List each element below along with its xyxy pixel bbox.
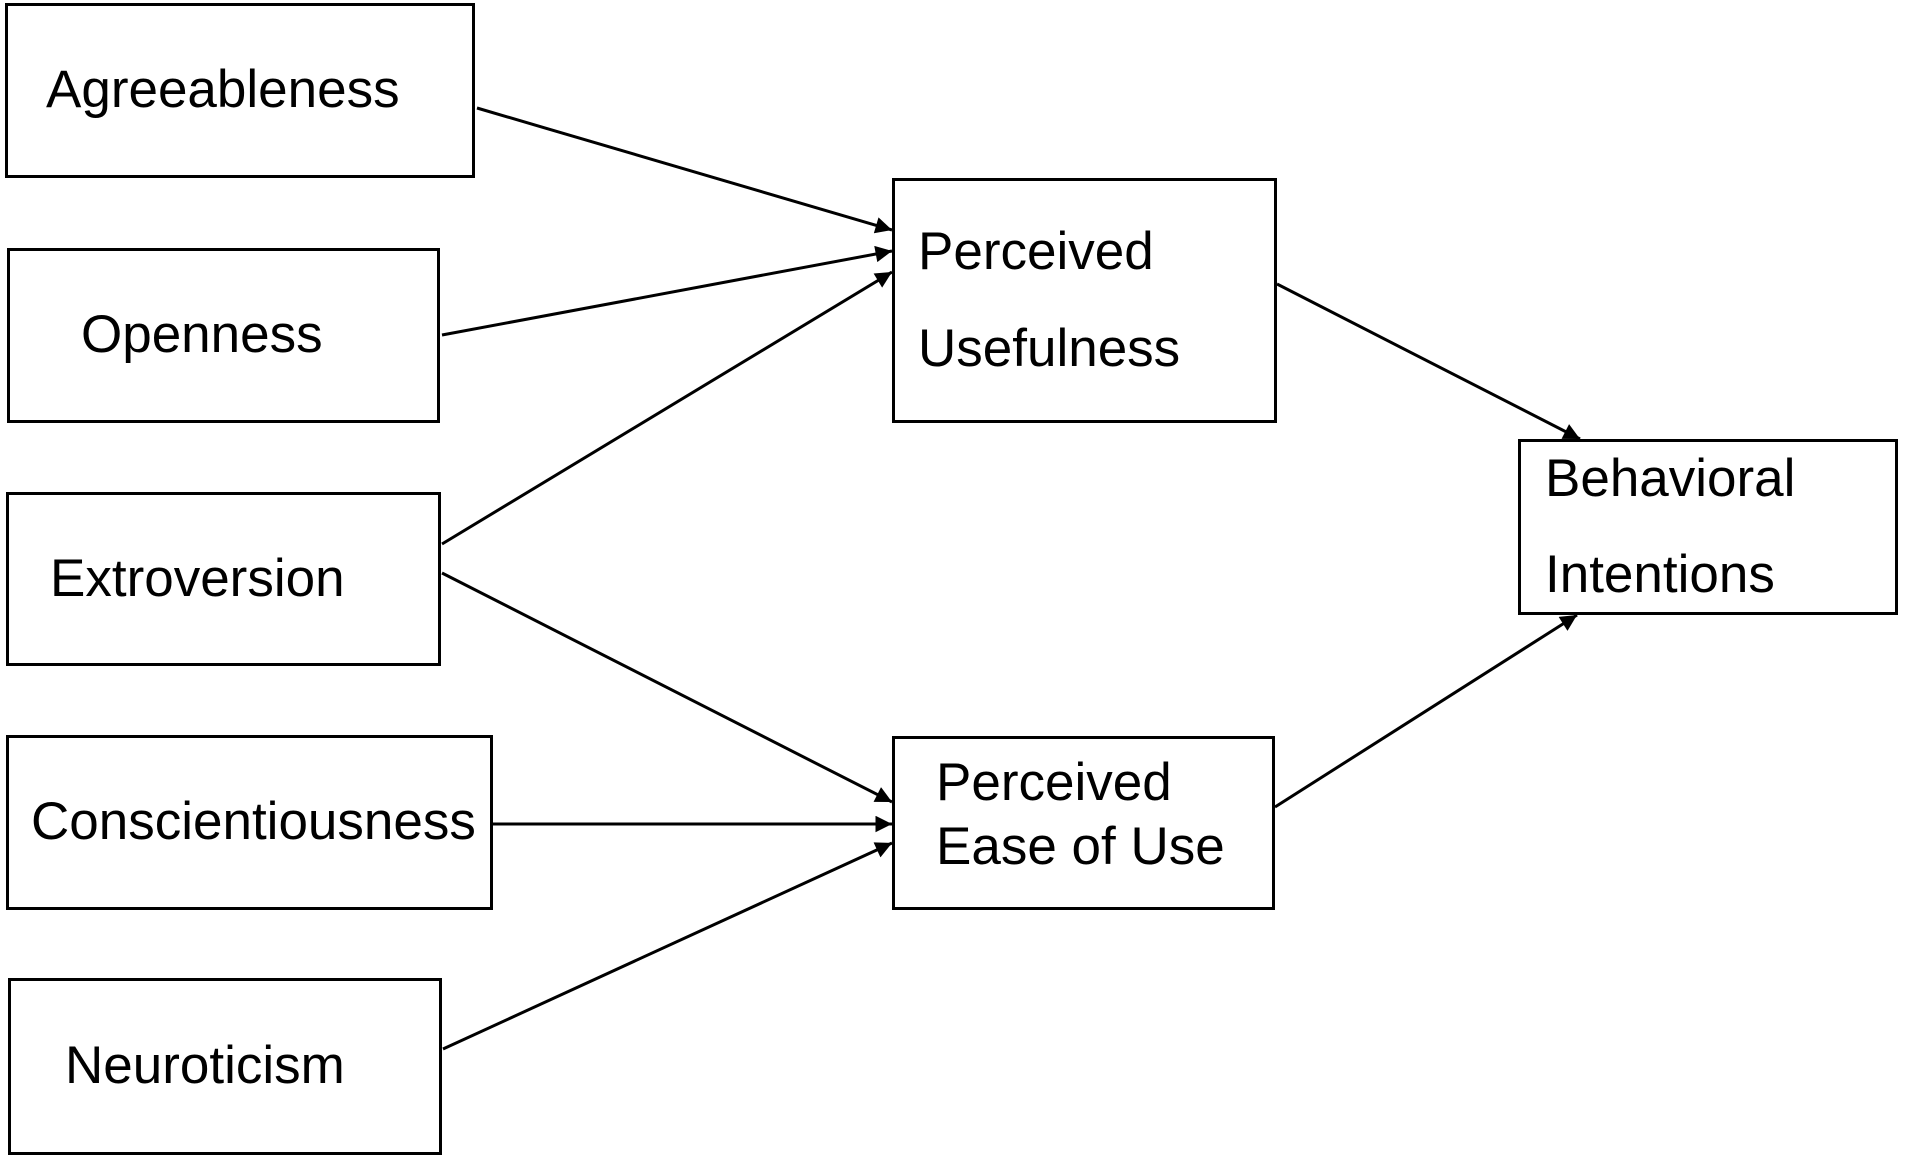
node-perceived-usefulness-label-line1: Perceived bbox=[918, 222, 1154, 282]
node-neuroticism-label: Neuroticism bbox=[65, 1036, 345, 1096]
node-behavioral-intentions: Behavioral Intentions bbox=[1518, 439, 1898, 615]
edge-agreeableness-to-perceived-usefulness bbox=[476, 106, 893, 234]
node-openness: Openness bbox=[7, 248, 440, 423]
edge-neuroticism-to-perceived-ease-of-use bbox=[442, 841, 893, 1051]
node-perceived-usefulness-label-line2: Usefulness bbox=[918, 318, 1181, 378]
node-behavioral-intentions-label-line2: Intentions bbox=[1545, 545, 1775, 604]
node-extroversion-label: Extroversion bbox=[50, 548, 345, 608]
node-extroversion: Extroversion bbox=[6, 492, 441, 666]
node-perceived-ease-of-use-label-line1: Perceived bbox=[936, 753, 1172, 813]
node-agreeableness-label: Agreeableness bbox=[46, 60, 400, 120]
edge-extroversion-to-perceived-usefulness bbox=[441, 270, 893, 546]
node-perceived-usefulness: Perceived Usefulness bbox=[892, 178, 1277, 423]
node-perceived-ease-of-use-label-line2: Ease of Use bbox=[936, 817, 1225, 876]
edge-perceived-ease-of-use-to-behavioral-intentions bbox=[1274, 613, 1578, 809]
node-perceived-ease-of-use: Perceived Ease of Use bbox=[892, 736, 1275, 910]
node-agreeableness: Agreeableness bbox=[5, 3, 475, 178]
node-openness-label: Openness bbox=[81, 305, 323, 365]
edge-perceived-usefulness-to-behavioral-intentions bbox=[1276, 282, 1581, 441]
node-neuroticism: Neuroticism bbox=[8, 978, 442, 1155]
node-conscientiousness: Conscientiousness bbox=[6, 735, 493, 910]
edge-extroversion-to-perceived-ease-of-use bbox=[441, 571, 893, 804]
edge-openness-to-perceived-usefulness bbox=[441, 245, 893, 337]
node-behavioral-intentions-label-line1: Behavioral bbox=[1545, 448, 1796, 508]
node-conscientiousness-label: Conscientiousness bbox=[31, 792, 476, 852]
